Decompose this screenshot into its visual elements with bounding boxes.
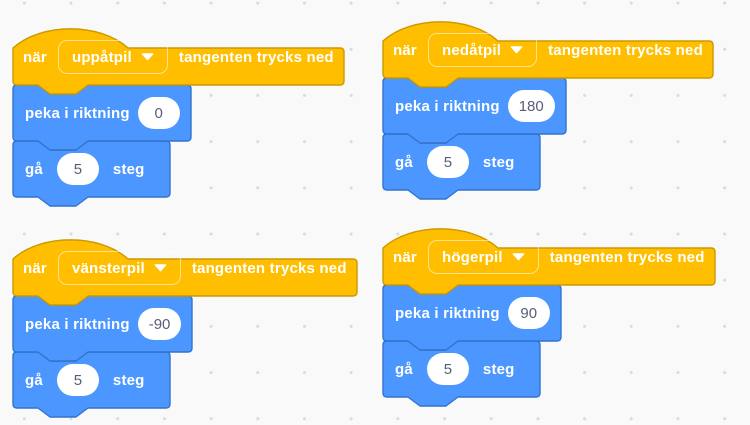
key-dropdown-value: högerpil: [441, 248, 503, 266]
when-key-pressed-block[interactable]: när vänsterpil tangenten trycks ned: [12, 239, 358, 306]
move-label: gå: [395, 153, 413, 171]
script-right-arrow: när högerpil tangenten trycks ned peka i…: [382, 210, 716, 407]
direction-input[interactable]: 90: [507, 297, 550, 329]
key-pressed-label: tangenten trycks ned: [548, 41, 703, 59]
move-label: gå: [25, 371, 43, 389]
key-dropdown[interactable]: nedåtpil: [427, 33, 538, 67]
point-in-direction-block[interactable]: peka i riktning 180: [382, 77, 567, 144]
point-label: peka i riktning: [25, 315, 130, 333]
direction-input[interactable]: 180: [507, 90, 555, 122]
dropdown-arrow-icon: [154, 264, 167, 272]
key-dropdown-value: nedåtpil: [441, 41, 502, 59]
script-down-arrow: när nedåtpil tangenten trycks ned peka i…: [382, 3, 714, 200]
key-dropdown[interactable]: uppåtpil: [57, 40, 168, 74]
key-dropdown[interactable]: vänsterpil: [57, 251, 181, 285]
point-label: peka i riktning: [25, 104, 130, 122]
when-label: när: [393, 248, 417, 266]
when-label: när: [23, 259, 47, 277]
move-label: gå: [25, 160, 43, 178]
key-pressed-label: tangenten trycks ned: [178, 48, 334, 66]
steps-label: steg: [112, 160, 145, 178]
key-pressed-label: tangenten trycks ned: [549, 248, 705, 266]
steps-input[interactable]: 5: [426, 353, 469, 385]
direction-input[interactable]: -90: [137, 308, 182, 340]
move-steps-block[interactable]: gå 5 steg: [382, 340, 541, 407]
script-up-arrow: när uppåtpil tangenten trycks ned peka i…: [12, 10, 345, 207]
dropdown-arrow-icon: [512, 253, 525, 261]
when-key-pressed-block[interactable]: när nedåtpil tangenten trycks ned: [382, 21, 714, 88]
direction-input[interactable]: 0: [137, 97, 180, 129]
key-pressed-label: tangenten trycks ned: [191, 259, 347, 277]
key-dropdown-value: uppåtpil: [71, 48, 132, 66]
steps-label: steg: [482, 153, 515, 171]
steps-input[interactable]: 5: [426, 146, 469, 178]
steps-label: steg: [112, 371, 145, 389]
key-dropdown[interactable]: högerpil: [427, 240, 539, 274]
when-label: när: [393, 41, 417, 59]
point-in-direction-block[interactable]: peka i riktning -90: [12, 295, 193, 362]
point-label: peka i riktning: [395, 97, 500, 115]
point-in-direction-block[interactable]: peka i riktning 90: [382, 284, 562, 351]
steps-label: steg: [482, 360, 515, 378]
point-label: peka i riktning: [395, 304, 500, 322]
point-in-direction-block[interactable]: peka i riktning 0: [12, 84, 192, 151]
when-key-pressed-block[interactable]: när högerpil tangenten trycks ned: [382, 228, 716, 295]
move-steps-block[interactable]: gå 5 steg: [12, 140, 171, 207]
key-dropdown-value: vänsterpil: [71, 259, 145, 277]
dropdown-arrow-icon: [141, 53, 154, 61]
move-steps-block[interactable]: gå 5 steg: [382, 133, 541, 200]
when-key-pressed-block[interactable]: när uppåtpil tangenten trycks ned: [12, 28, 345, 95]
move-steps-block[interactable]: gå 5 steg: [12, 351, 171, 418]
dropdown-arrow-icon: [510, 46, 523, 54]
when-label: när: [23, 48, 47, 66]
steps-input[interactable]: 5: [56, 153, 99, 185]
script-left-arrow: när vänsterpil tangenten trycks ned peka…: [12, 221, 358, 418]
steps-input[interactable]: 5: [56, 364, 99, 396]
move-label: gå: [395, 360, 413, 378]
